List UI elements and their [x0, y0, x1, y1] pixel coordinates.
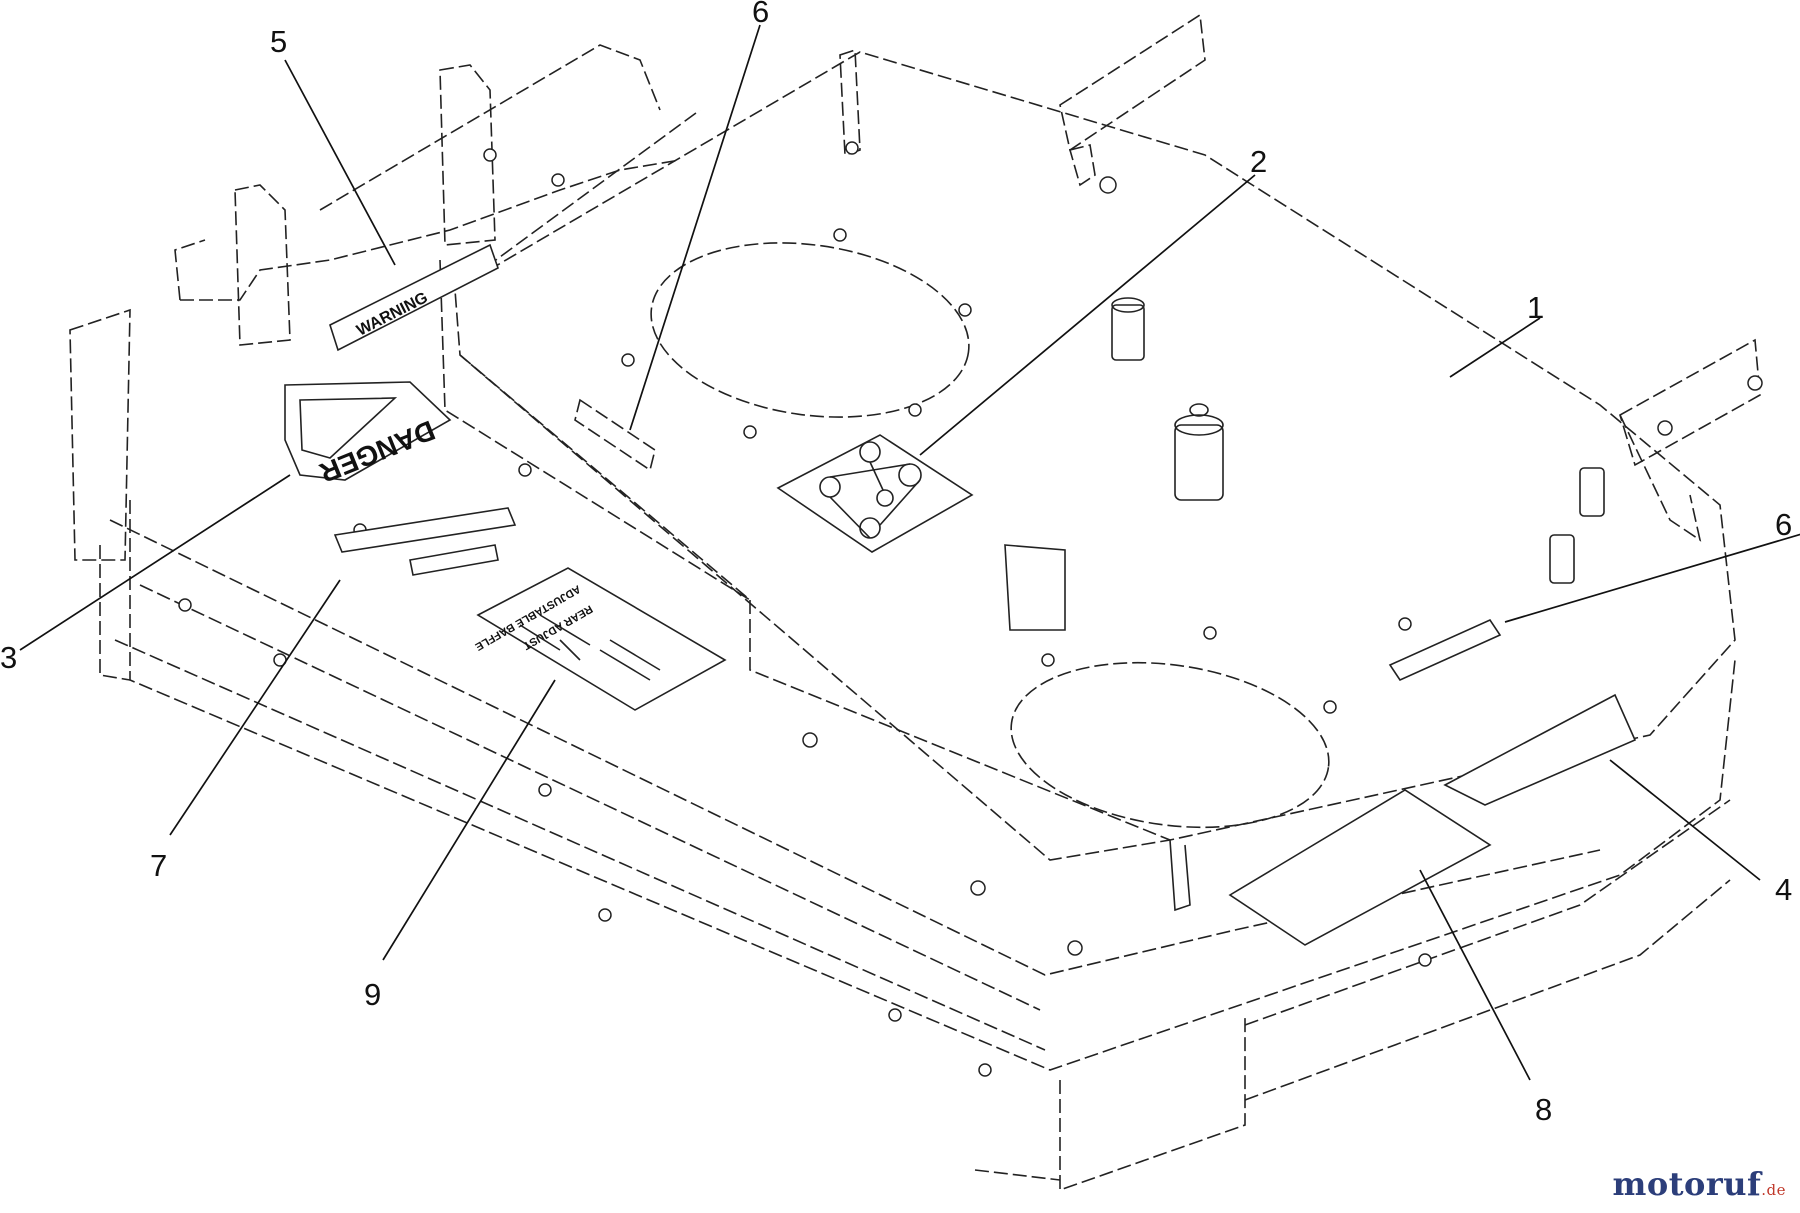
leader-9 [382, 679, 556, 961]
callout-3: 3 [0, 640, 17, 675]
decal-danger: DANGER [284, 381, 452, 489]
leader-4 [1609, 759, 1761, 881]
decal-warning: WARNING [329, 243, 499, 352]
callout-2: 2 [1250, 144, 1267, 179]
leader-lines [19, 24, 1800, 1081]
leader-6a [629, 24, 761, 431]
leader-1 [1449, 317, 1541, 378]
watermark-main: motoruf [1612, 1165, 1762, 1203]
deck-body [69, 13, 1761, 1192]
leader-3 [19, 474, 291, 651]
callout-labels: 1 2 3 4 5 6 6 7 8 9 [0, 0, 1792, 1127]
callout-8: 8 [1535, 1092, 1552, 1127]
callout-6a: 6 [752, 0, 769, 29]
leader-5 [284, 59, 396, 266]
callout-7: 7 [150, 848, 167, 883]
callout-6b: 6 [1775, 507, 1792, 542]
blade-openings [650, 242, 1330, 829]
leader-7 [169, 579, 341, 836]
decal-adjustable-baffle: ADJUSTABLE BAFFLE REAR ADJUST [473, 567, 727, 711]
decal-blank-plates [1228, 618, 1637, 946]
bolt-holes [178, 141, 1763, 1077]
leader-2 [919, 174, 1256, 456]
watermark-tld: .de [1761, 1181, 1786, 1199]
callout-9: 9 [364, 977, 381, 1012]
callout-4: 4 [1775, 872, 1792, 907]
spindles [1004, 297, 1605, 631]
watermark-logo: motoruf.de [1613, 1165, 1786, 1203]
leader-8 [1419, 869, 1531, 1081]
decal-belt-routing [776, 434, 974, 553]
callout-1: 1 [1527, 290, 1544, 325]
callout-5: 5 [270, 24, 287, 59]
leader-6b [1504, 533, 1800, 623]
decal-height-strip [333, 507, 517, 576]
